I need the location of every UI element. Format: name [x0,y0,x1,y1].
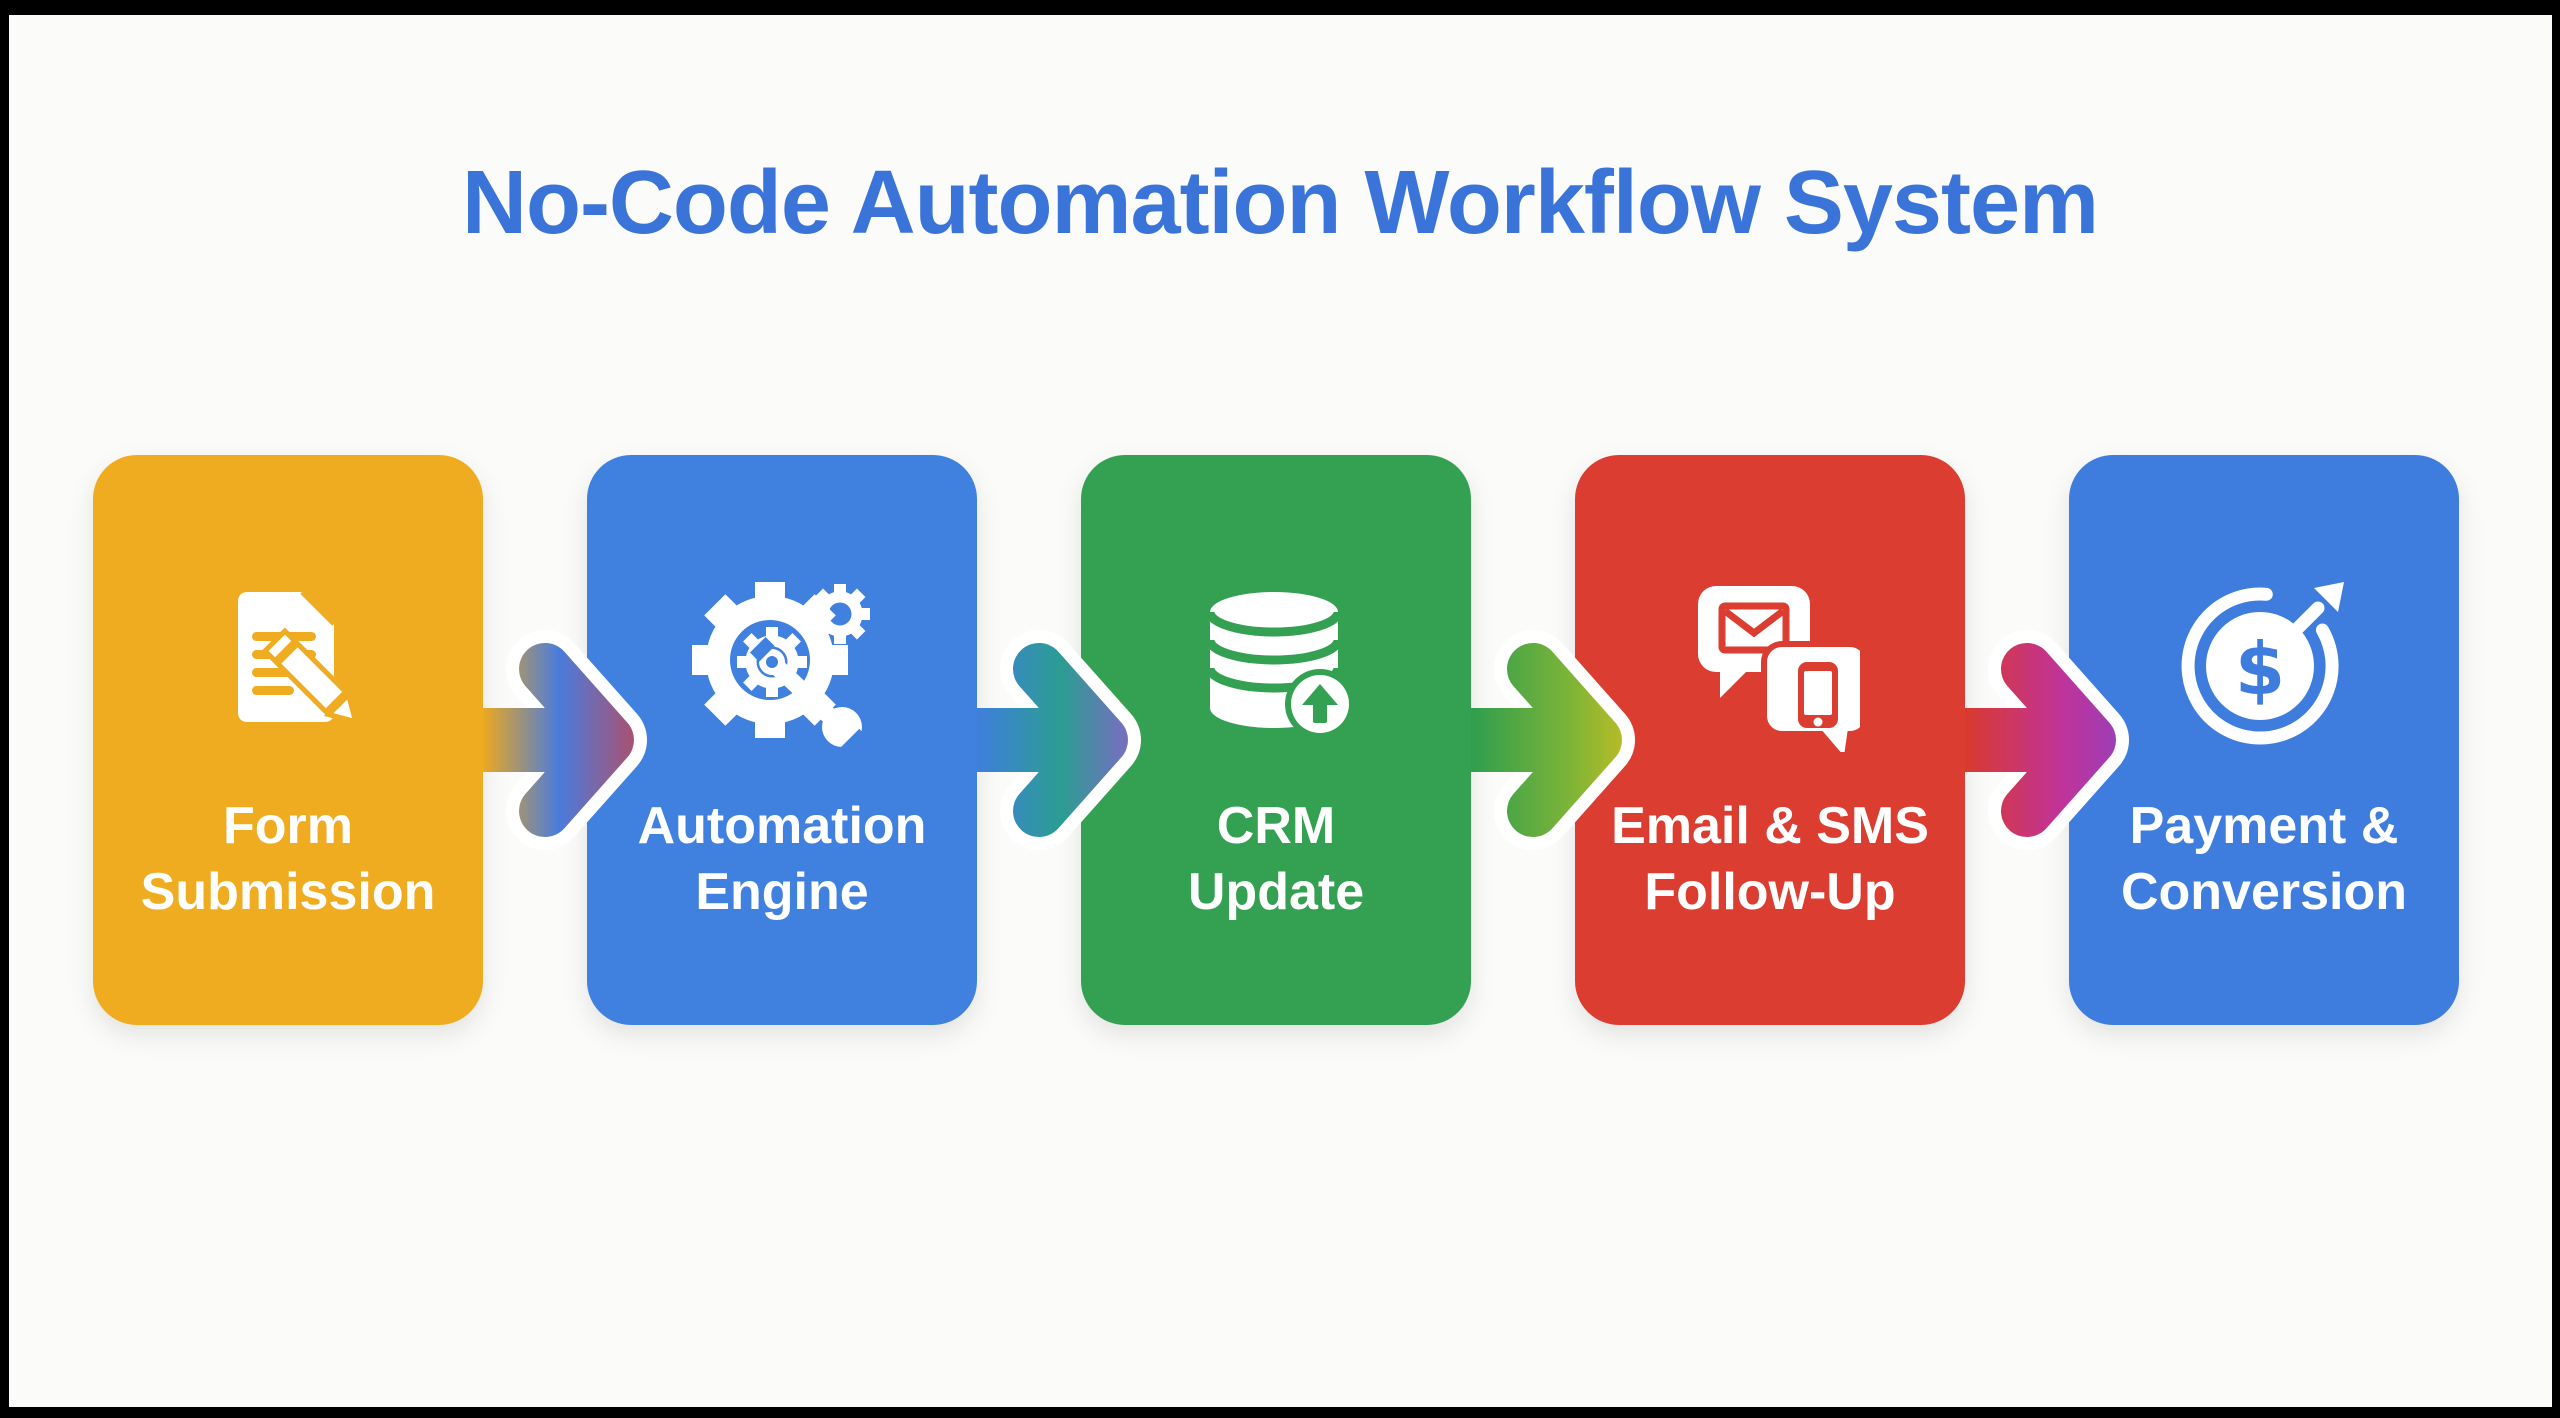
database-upload-icon [1205,592,1355,739]
card-automation-engine: Automation Engine [587,455,977,1025]
wrench-glyph [749,636,870,752]
flow-arrow-4 [1965,630,2129,850]
payment-conversion-icon: $ [2181,582,2344,745]
flow-arrow-3 [1471,630,1635,850]
pencil-glyph [261,627,360,726]
card-form-submission: Form Submission [93,455,483,1025]
upload-arrow-glyph [1302,684,1338,723]
card-payment-conversion: $ Payment & Conversion [2069,455,2459,1025]
card-crm-update: CRM Update [1081,455,1471,1025]
page-title: No-Code Automation Workflow System [461,153,2099,253]
gears-wrench-icon [692,582,870,752]
document-pencil-icon [238,590,360,726]
growth-arrowhead [2314,582,2344,612]
flow-arrow-1 [483,630,647,850]
card-label: Automation Engine [637,797,927,921]
flow-arrow-2 [977,630,1141,850]
card-label: Email & SMS Follow-Up [1611,797,1929,921]
card-email-sms-follow-up: Email & SMS Follow-Up [1575,455,1965,1025]
envelope-glyph [1718,602,1790,654]
card-label: Form Submission [140,797,436,921]
card-label: Payment & Conversion [2120,797,2408,921]
card-label: CRM Update [1187,797,1365,921]
dollar-sign: $ [2235,627,2285,711]
email-sms-chat-icon [1698,586,1860,752]
smartphone-glyph [1798,662,1838,728]
